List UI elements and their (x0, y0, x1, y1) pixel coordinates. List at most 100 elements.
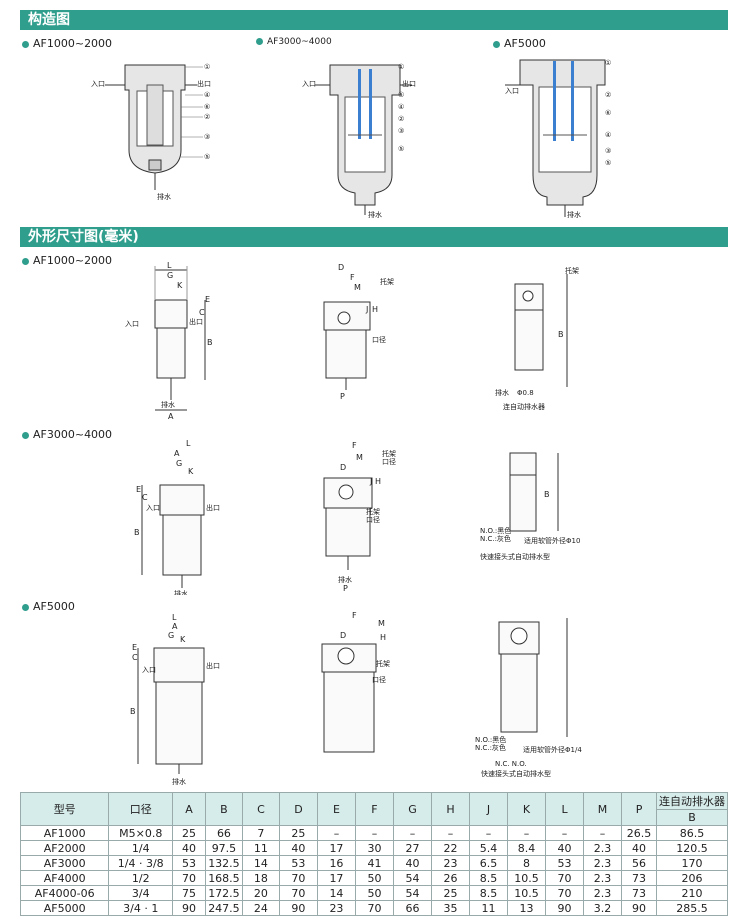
table-cell: 50 (354, 870, 394, 886)
bullet-icon (22, 603, 29, 611)
bracket-label: 托架 (366, 507, 380, 516)
callout-number: ② (398, 115, 404, 123)
table-cell: 40 (621, 840, 657, 856)
quick-drain-label: 快速接头式自动排水型 (480, 552, 550, 561)
table-cell: 168.5 (204, 870, 243, 886)
table-cell: – (354, 825, 394, 841)
dim-letter: C (132, 653, 138, 662)
dim-letter: K (180, 635, 186, 644)
dim-letter: G (168, 631, 174, 640)
header-model: 型号 (19, 792, 110, 826)
table-cell: M5×0.8 (108, 825, 174, 841)
outlet-label: 出口 (189, 317, 203, 326)
table-cell: 90 (172, 900, 206, 916)
table-cell: 18 (241, 870, 280, 886)
dim-letter: H (380, 633, 386, 642)
port-label: 口径 (372, 335, 386, 344)
bullet-icon (22, 257, 29, 265)
table-cell: 17 (316, 870, 356, 886)
header-auto-drain-b: B (656, 809, 728, 826)
spec-table: 型号 口径 A B C D E F G H J K L M P 连自动排水器 B… (19, 792, 728, 916)
callout-number: ⑥ (605, 109, 611, 117)
dim-letter: E (205, 295, 210, 304)
phi-label: Φ0.8 (517, 389, 534, 397)
dim-side-af3000: F D M J H P 托架 口径 托架 口径 排水 (323, 441, 396, 593)
table-cell: 73 (621, 885, 657, 901)
table-cell: 7 (241, 825, 280, 841)
table-cell: – (507, 825, 547, 841)
header-b: B (204, 792, 243, 826)
table-cell: – (392, 825, 432, 841)
dim-label-af5000: AF5000 (22, 600, 75, 613)
dim-label-af3000: AF3000~4000 (22, 428, 112, 441)
table-cell: 5.4 (468, 840, 509, 856)
quick-drain-label: 快速接头式自动排水型 (481, 769, 551, 778)
table-cell: 172.5 (204, 885, 243, 901)
dim-letter: J (365, 305, 368, 314)
callout-number: ④ (398, 103, 404, 111)
header-f: F (354, 792, 394, 826)
header-m: M (583, 792, 623, 826)
table-cell: 16 (316, 855, 356, 871)
table-header-row: 型号 口径 A B C D E F G H J K L M P 连自动排水器 (19, 792, 728, 826)
dim-front-af5000: L A G K E C B 入口 出口 排水 (130, 613, 220, 786)
table-cell: 50 (354, 885, 394, 901)
header-c: C (241, 792, 280, 826)
table-cell: 3.2 (583, 900, 623, 916)
tube-label: 适用软管外径Φ1/4 (523, 745, 582, 754)
inlet-label: 入口 (302, 80, 316, 88)
dim-letter: K (177, 281, 183, 290)
outlet-label: 出口 (402, 79, 416, 88)
drain-label: 排水 (567, 210, 581, 219)
callout-number: ② (204, 113, 210, 121)
dim-drain-af1000: B 托架 排水 Φ0.8 连自动排水器 (495, 266, 579, 411)
table-cell: 40 (278, 840, 318, 856)
callout-number: ⑥ (204, 103, 210, 111)
dim-letter: P (343, 584, 348, 593)
struct-label-af5000: AF5000 (493, 37, 546, 50)
table-cell: 86.5 (656, 825, 728, 841)
table-cell: 70 (545, 885, 585, 901)
table-cell: 97.5 (204, 840, 243, 856)
table-cell: 8.4 (507, 840, 547, 856)
bullet-icon (493, 40, 500, 48)
table-cell: 40 (392, 855, 432, 871)
dim-letter: A (174, 449, 180, 458)
table-cell: 53 (172, 855, 206, 871)
table-cell: 2.3 (583, 840, 623, 856)
table-cell: 27 (392, 840, 432, 856)
drain-label: 排水 (368, 210, 382, 219)
table-cell: 285.5 (656, 900, 728, 916)
dim-side-af5000: F D M H 托架 口径 (321, 612, 390, 753)
table-cell: 66 (204, 825, 243, 841)
header-h: H (430, 792, 471, 826)
drain-label: 排水 (161, 400, 175, 409)
no-color-label: N.O.:黑色 (480, 526, 511, 535)
table-cell: 40 (545, 840, 585, 856)
struct-label-af3000: AF3000~4000 (256, 37, 332, 47)
table-cell: 24 (241, 900, 280, 916)
table-cell: 90 (278, 900, 318, 916)
table-cell: 10.5 (507, 870, 547, 886)
outlet-label: 出口 (206, 503, 220, 512)
table-cell: 23 (430, 855, 471, 871)
tube-label: 适用软管外径Φ10 (524, 536, 580, 545)
model-cell: AF3000 (19, 855, 110, 871)
table-cell: 2.3 (583, 870, 623, 886)
dim-letter: A (168, 412, 174, 420)
table-cell: 53 (278, 855, 318, 871)
table-cell: 54 (392, 885, 432, 901)
nc-no-label: N.C. N.O. (495, 760, 527, 768)
dim-letter: B (134, 528, 140, 537)
drain-label: 排水 (172, 777, 186, 786)
dim-letter: M (356, 453, 363, 462)
auto-drain-label: 连自动排水器 (503, 402, 545, 411)
header-k: K (507, 792, 547, 826)
callout-number: ① (398, 63, 404, 71)
dim-letter: G (176, 459, 182, 468)
table-cell: 17 (316, 840, 356, 856)
inlet-label: 入口 (146, 504, 160, 512)
